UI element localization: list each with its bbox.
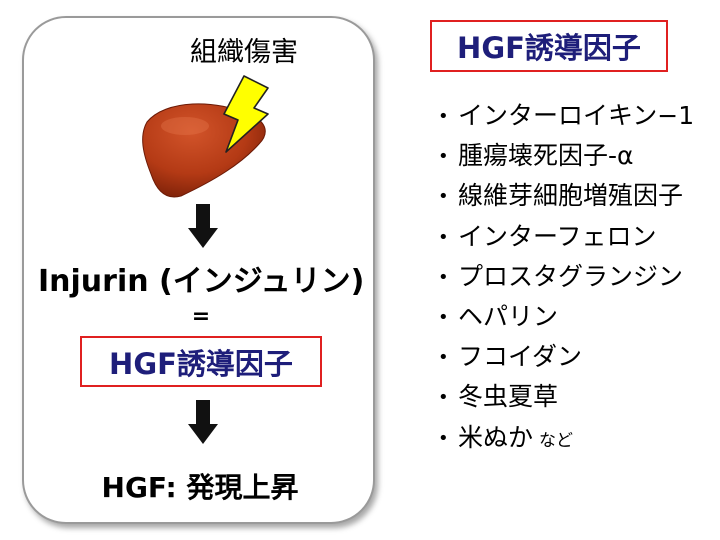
list-item-label: インターロイキン−1 (458, 101, 695, 130)
list-item: • 線維芽細胞増殖因子 (438, 176, 694, 216)
list-item: • 米ぬかなど (438, 418, 694, 458)
equals-sign: = (191, 304, 211, 329)
hgf-inducer-box: HGF誘導因子 (80, 336, 322, 387)
bullet: • (438, 347, 449, 369)
mechanism-panel (22, 16, 375, 524)
factor-list-title: HGF誘導因子 (457, 31, 641, 65)
factor-list: • インターロイキン−1 • 腫瘍壊死因子-α • 線維芽細胞増殖因子 • インターフェ… (438, 96, 694, 458)
lightning-bolt-icon (223, 75, 269, 153)
list-item-label: プロスタグランジン (458, 261, 684, 291)
bullet: • (438, 427, 449, 449)
list-item-label: 線維芽細胞増殖因子 (458, 181, 684, 211)
list-item-label: 冬虫夏草 (458, 382, 559, 412)
bullet: • (438, 146, 449, 168)
down-arrow-icon (188, 204, 218, 248)
hgf-expression-label: HGF: 発現上昇 (101, 471, 299, 504)
list-item: • 冬虫夏草 (438, 377, 694, 417)
bullet: • (438, 106, 449, 127)
hgf-inducer-label: HGF誘導因子 (109, 346, 293, 381)
factor-list-title-box: HGF誘導因子 (430, 20, 668, 72)
bullet: • (438, 387, 449, 409)
list-item: • プロスタグランジン (438, 257, 694, 297)
list-item-label: 腫瘍壊死因子-α (458, 141, 634, 171)
bullet: • (438, 306, 449, 328)
list-item-label: ヘパリン (458, 301, 559, 331)
tissue-damage-label: 組織傷害 (190, 37, 298, 68)
list-item: • インターロイキン−1 (438, 96, 694, 136)
list-item: • ヘパリン (438, 297, 694, 337)
bullet: • (438, 186, 449, 208)
list-item: • フコイダン (438, 337, 694, 377)
injurin-label: Injurin (インジュリン) (38, 264, 365, 299)
list-item-note: など (539, 430, 574, 451)
bullet: • (438, 266, 449, 288)
list-item-label: インターフェロン (458, 221, 657, 251)
list-item: • 腫瘍壊死因子-α (438, 136, 694, 176)
list-item: • インターフェロン (438, 217, 694, 257)
down-arrow-icon (188, 400, 218, 444)
list-item-label: フコイダン (458, 342, 583, 372)
bullet: • (438, 226, 449, 248)
list-item-label: 米ぬか (458, 422, 534, 452)
